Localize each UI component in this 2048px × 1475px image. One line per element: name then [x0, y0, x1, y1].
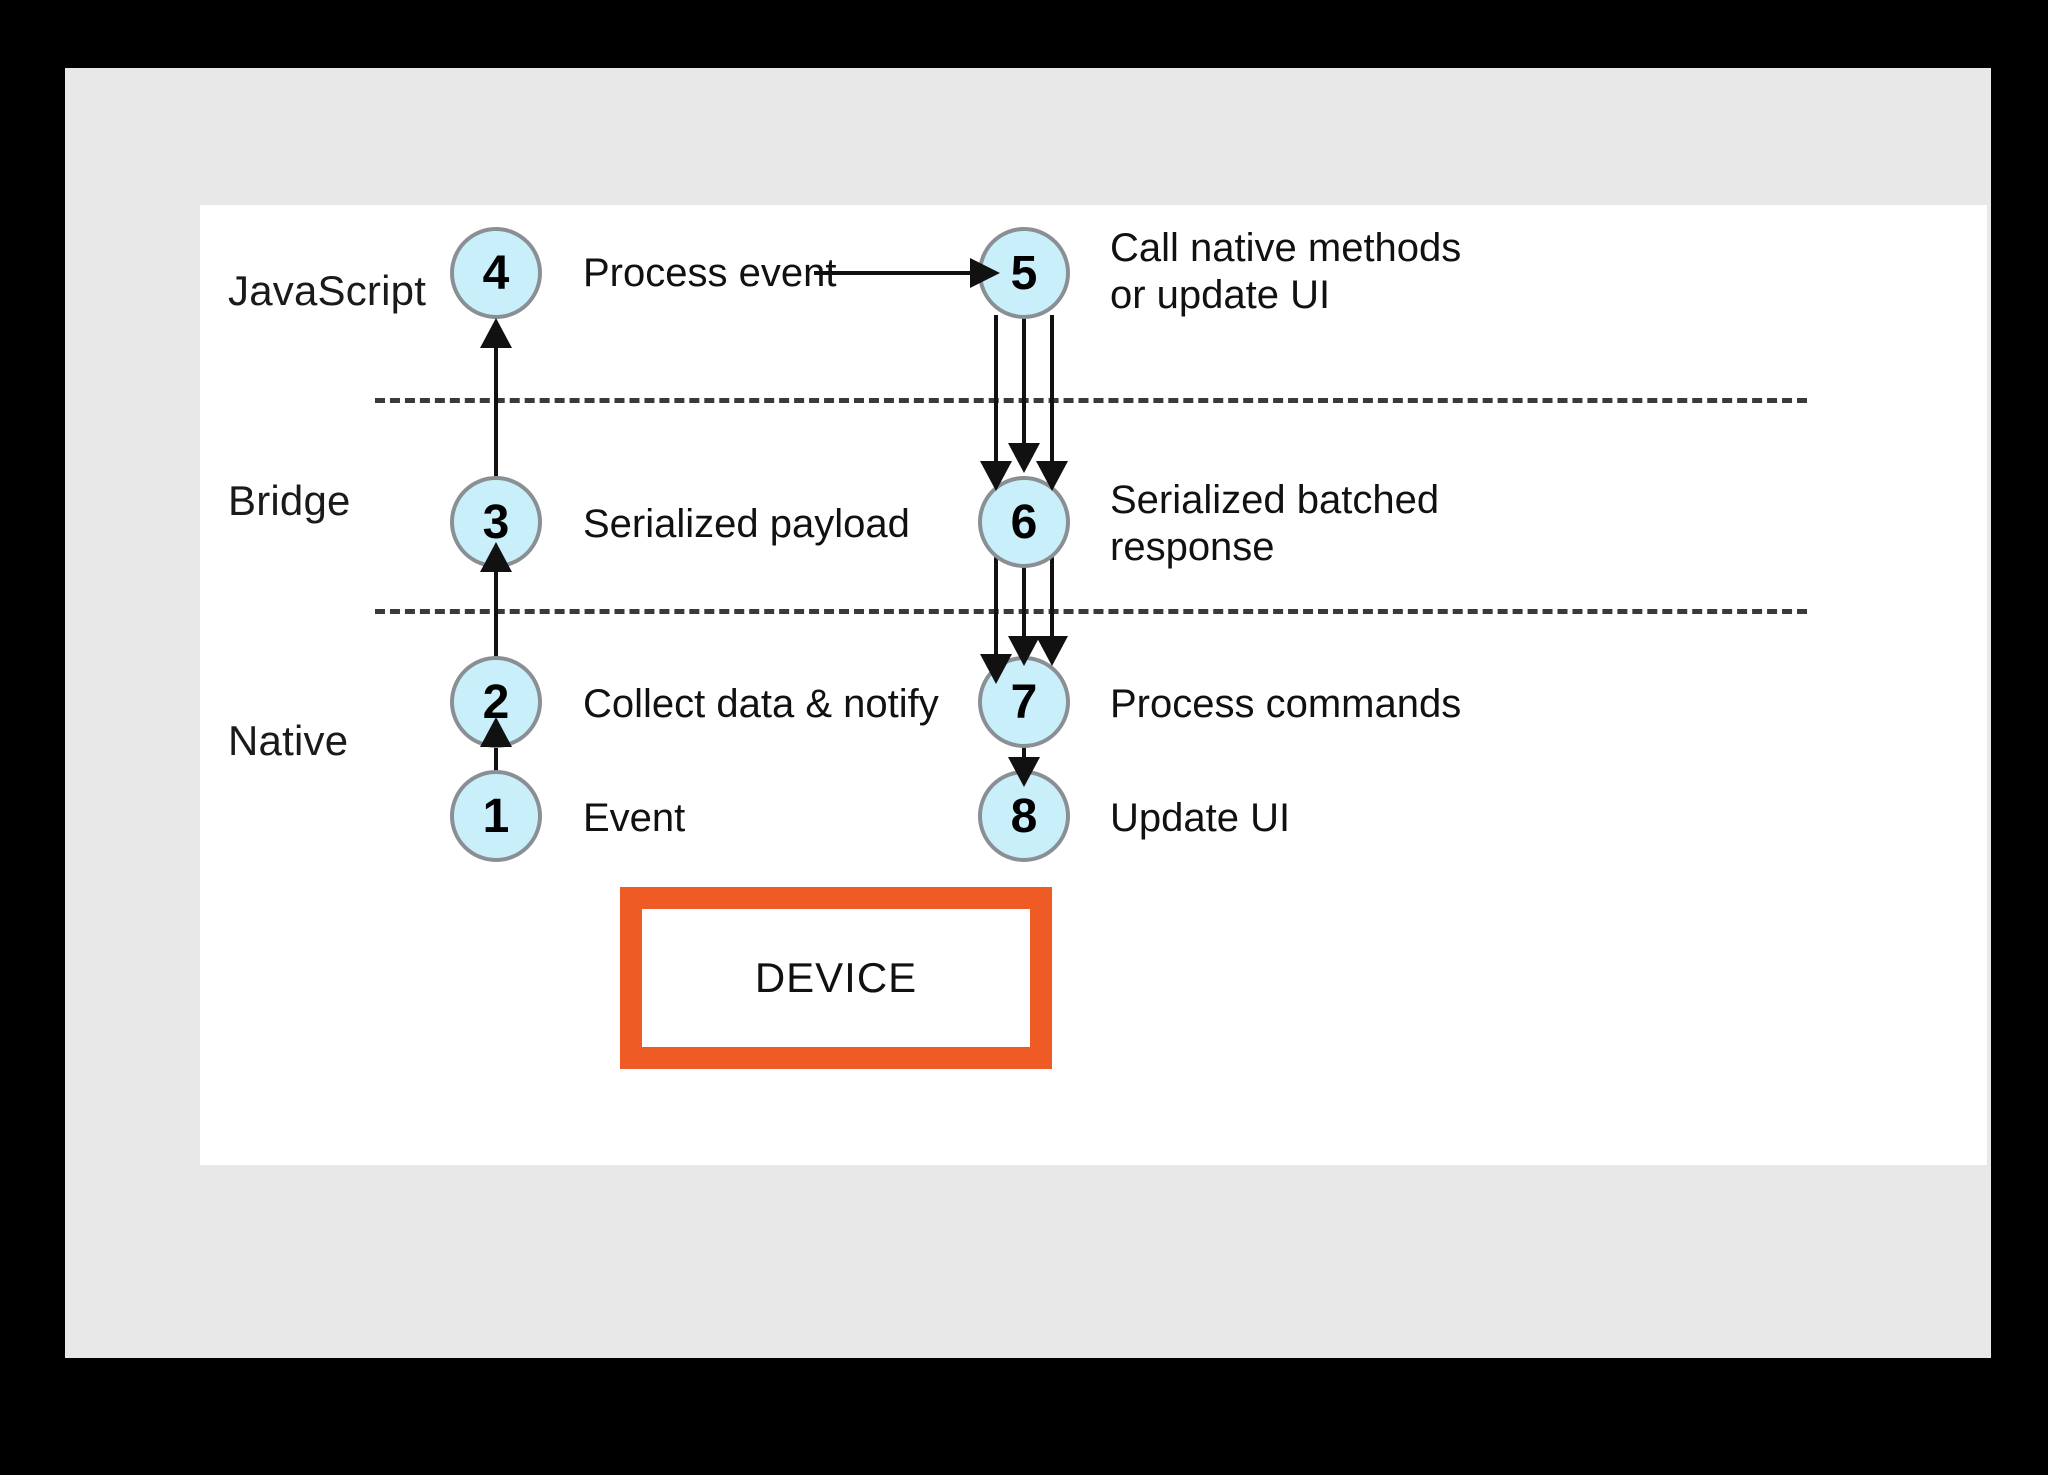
- edge-1-to-2-line: [494, 727, 498, 791]
- edge-6-to-7-arrowhead-a: [980, 654, 1012, 684]
- edge-5-to-6-line-a: [994, 315, 998, 465]
- node-6-label: Serialized batched response: [1110, 478, 1440, 570]
- edge-6-to-7-line-a: [994, 495, 998, 658]
- edge-5-to-6-arrowhead-a: [980, 461, 1012, 491]
- edge-4-to-5-arrowhead: [970, 258, 1000, 288]
- node-1-label: Event: [583, 796, 686, 840]
- divider-javascript-bridge: [375, 398, 1807, 403]
- edge-5-to-6-arrowhead-b: [1008, 443, 1040, 473]
- edge-4-to-5-line: [814, 271, 978, 275]
- footer-bar: InterviewBit: [0, 1358, 2048, 1475]
- edge-3-to-4-arrowhead: [480, 318, 512, 348]
- node-6[interactable]: 6: [978, 476, 1070, 568]
- edge-6-to-7-line-c: [1050, 495, 1054, 640]
- edge-5-to-6-arrowhead-c: [1036, 461, 1068, 491]
- edge-5-to-6-line-c: [1050, 315, 1054, 465]
- node-5[interactable]: 5: [978, 227, 1070, 319]
- edge-6-to-7-arrowhead-b: [1008, 636, 1040, 666]
- edge-3-to-4-line: [494, 345, 498, 478]
- band-label-javascript: JavaScript: [228, 267, 427, 314]
- node-4[interactable]: 4: [450, 227, 542, 319]
- edge-2-to-3-line: [494, 557, 498, 673]
- edge-2-to-3-arrowhead: [480, 542, 512, 572]
- node-1[interactable]: 1: [450, 770, 542, 862]
- device-box: DEVICE: [620, 887, 1052, 1069]
- node-7-label: Process commands: [1110, 682, 1462, 726]
- node-2-label: Collect data & notify: [583, 682, 939, 726]
- edge-5-to-6-line-b: [1022, 315, 1026, 447]
- band-label-native: Native: [228, 717, 349, 764]
- gray-panel: JavaScript Bridge Native 4 Process event…: [65, 68, 1991, 1358]
- device-label: DEVICE: [754, 954, 918, 1001]
- diagram-card: JavaScript Bridge Native 4 Process event…: [200, 205, 1987, 1165]
- node-4-label: Process event: [583, 251, 837, 295]
- node-3-label: Serialized payload: [583, 502, 910, 546]
- band-label-bridge: Bridge: [228, 477, 351, 524]
- edge-6-to-7-arrowhead-c: [1036, 636, 1068, 666]
- node-8-label: Update UI: [1110, 796, 1291, 840]
- edge-7-to-8-arrowhead: [1008, 757, 1040, 787]
- node-5-label: Call native methods or update UI: [1110, 226, 1462, 318]
- edge-1-to-2-arrowhead: [480, 717, 512, 747]
- divider-bridge-native: [375, 609, 1807, 614]
